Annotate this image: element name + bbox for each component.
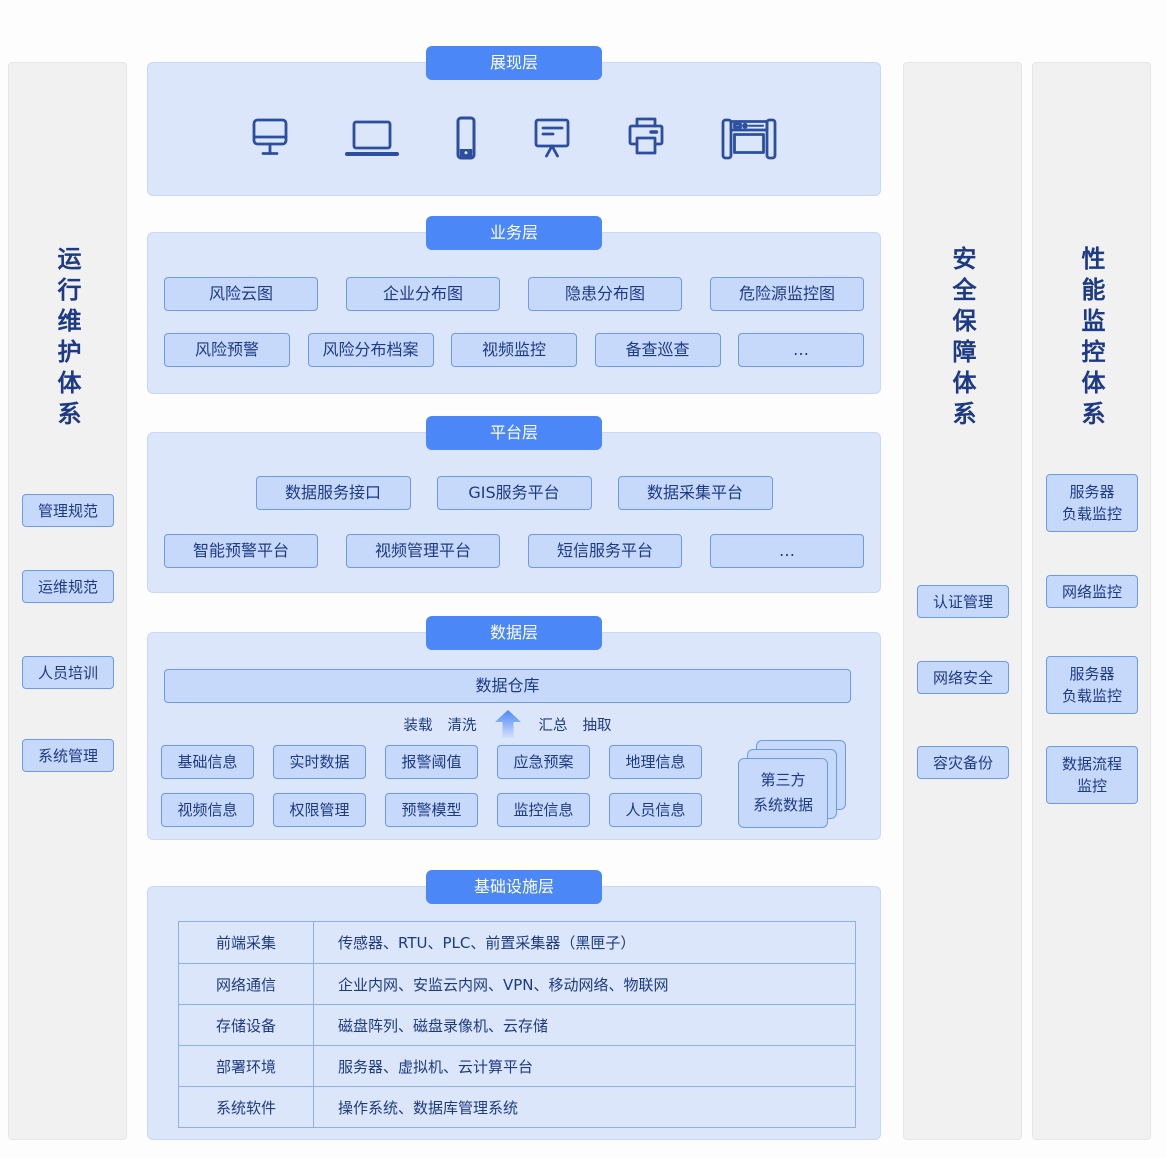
layer-panel-platform: 平台层 数据服务接口 GIS服务平台 数据采集平台 智能预警平台 视频管理平台 … — [147, 416, 881, 593]
node-video-surveillance: 视频监控 — [451, 333, 577, 367]
node-platform-more-ellipsis: … — [710, 534, 864, 568]
data-row-2: 视频信息 权限管理 预警模型 监控信息 人员信息 — [161, 793, 702, 827]
device-icons-row — [148, 63, 880, 195]
etl-label-clean: 清洗 — [447, 717, 477, 734]
perf-item-server-load-monitor-1: 服务器 负载监控 — [1046, 474, 1138, 532]
platform-row-2: 智能预警平台 视频管理平台 短信服务平台 … — [164, 534, 864, 568]
ops-item-personnel-training: 人员培训 — [22, 656, 114, 689]
ops-item-management-standards: 管理规范 — [22, 494, 114, 527]
table-row-network-communication: 网络通信 企业内网、安监云内网、VPN、移动网络、物联网 — [179, 963, 855, 1004]
node-emergency-plan: 应急预案 — [497, 745, 590, 779]
node-enterprise-distribution-map: 企业分布图 — [346, 277, 500, 311]
layer-panel-business: 业务层 风险云图 企业分布图 隐患分布图 危险源监控图 风险预警 风险分布档案 … — [147, 216, 881, 394]
security-column: 安全保障体系 认证管理 网络安全 容灾备份 — [903, 62, 1022, 1140]
security-title: 安全保障体系 — [948, 246, 976, 432]
security-item-network-security: 网络安全 — [917, 661, 1009, 694]
node-realtime-data: 实时数据 — [273, 745, 366, 779]
node-business-more-ellipsis: … — [738, 333, 864, 367]
node-risk-warning: 风险预警 — [164, 333, 290, 367]
presentation-board-icon — [534, 118, 570, 158]
layer-title-platform: 平台层 — [426, 416, 602, 450]
security-item-disaster-backup: 容灾备份 — [917, 746, 1009, 779]
table-row-system-software: 系统软件 操作系统、数据库管理系统 — [179, 1086, 855, 1127]
platform-row-1: 数据服务接口 GIS服务平台 数据采集平台 — [148, 476, 880, 510]
perf-item-data-flow-monitor: 数据流程 监控 — [1046, 746, 1138, 804]
table-row-storage-devices: 存储设备 磁盘阵列、磁盘录像机、云存储 — [179, 1004, 855, 1045]
node-geo-info: 地理信息 — [609, 745, 702, 779]
node-warning-model: 预警模型 — [385, 793, 478, 827]
node-video-management-platform: 视频管理平台 — [346, 534, 500, 568]
node-hazard-distribution-map: 隐患分布图 — [528, 277, 682, 311]
etl-label-summarize: 汇总 — [538, 717, 568, 734]
performance-title: 性能监控体系 — [1077, 246, 1105, 432]
table-row-deployment-environment: 部署环境 服务器、虚拟机、云计算平台 — [179, 1045, 855, 1086]
table-row-frontend-collection: 前端采集 传感器、RTU、PLC、前置采集器（黑匣子） — [179, 922, 855, 963]
ops-maintenance-title: 运行维护体系 — [53, 246, 81, 432]
infrastructure-table: 前端采集 传感器、RTU、PLC、前置采集器（黑匣子） 网络通信 企业内网、安监… — [178, 921, 856, 1128]
node-alarm-threshold: 报警阈值 — [385, 745, 478, 779]
layer-title-business: 业务层 — [426, 216, 602, 250]
node-data-warehouse: 数据仓库 — [164, 669, 851, 703]
node-risk-cloud-map: 风险云图 — [164, 277, 318, 311]
node-data-service-interface: 数据服务接口 — [255, 476, 411, 510]
layer-title-data: 数据层 — [426, 616, 602, 650]
node-sms-service-platform: 短信服务平台 — [528, 534, 682, 568]
node-third-party-system-data: 第三方 系统数据 — [738, 758, 828, 828]
perf-item-server-load-monitor-2: 服务器 负载监控 — [1046, 656, 1138, 714]
business-row-2: 风险预警 风险分布档案 视频监控 备查巡查 … — [164, 333, 864, 367]
node-risk-distribution-archive: 风险分布档案 — [307, 333, 434, 367]
layer-title-presentation: 展现层 — [426, 46, 602, 80]
data-row-1: 基础信息 实时数据 报警阈值 应急预案 地理信息 — [161, 745, 702, 779]
node-permission-management: 权限管理 — [273, 793, 366, 827]
security-item-auth-management: 认证管理 — [917, 585, 1009, 618]
printer-icon — [628, 117, 664, 155]
led-screen-icon — [721, 118, 777, 160]
layer-title-infrastructure: 基础设施层 — [426, 870, 602, 904]
laptop-icon — [345, 120, 399, 156]
monitor-icon — [252, 118, 288, 155]
node-smart-warning-platform: 智能预警平台 — [164, 534, 318, 568]
node-danger-source-monitor-map: 危险源监控图 — [710, 277, 864, 311]
node-personnel-info: 人员信息 — [609, 793, 702, 827]
node-data-collection-platform: 数据采集平台 — [617, 476, 773, 510]
layer-panel-infrastructure: 基础设施层 前端采集 传感器、RTU、PLC、前置采集器（黑匣子） 网络通信 企… — [147, 870, 881, 1140]
node-monitor-info: 监控信息 — [497, 793, 590, 827]
node-gis-service-platform: GIS服务平台 — [436, 476, 592, 510]
ops-maintenance-column: 运行维护体系 管理规范 运维规范 人员培训 系统管理 — [8, 62, 127, 1140]
etl-up-arrow-icon — [494, 710, 521, 738]
etl-process-row: 装载 清洗 汇总 抽取 — [164, 707, 851, 741]
node-inspection-check: 备查巡查 — [594, 333, 721, 367]
layer-panel-data: 数据层 数据仓库 装载 清洗 汇总 抽取 基础信息 实时数据 报警阈值 应急预案 — [147, 616, 881, 840]
layer-panel-presentation: 展现层 — [147, 46, 881, 196]
etl-label-load: 装载 — [403, 717, 433, 734]
smartphone-icon — [456, 116, 476, 160]
ops-item-system-management: 系统管理 — [22, 739, 114, 772]
node-video-info: 视频信息 — [161, 793, 254, 827]
ops-item-ops-standards: 运维规范 — [22, 570, 114, 603]
etl-label-extract: 抽取 — [582, 717, 612, 734]
performance-column: 性能监控体系 服务器 负载监控 网络监控 服务器 负载监控 数据流程 监控 — [1032, 62, 1151, 1140]
node-basic-info: 基础信息 — [161, 745, 254, 779]
perf-item-network-monitor: 网络监控 — [1046, 575, 1138, 608]
business-row-1: 风险云图 企业分布图 隐患分布图 危险源监控图 — [164, 277, 864, 311]
